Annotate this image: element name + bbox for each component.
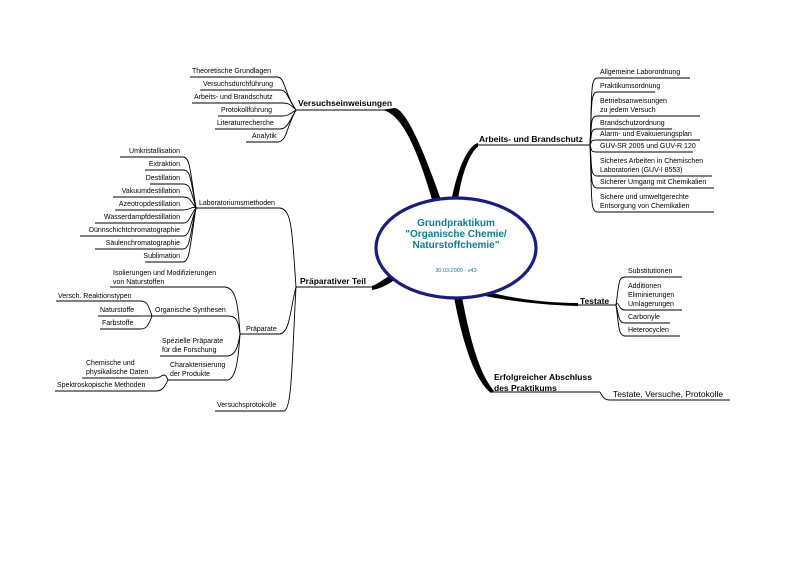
node-alarmplan[interactable]: Alarm- und Evakuierungsplan — [600, 131, 692, 138]
node-arbeits-brandschutz[interactable]: Arbeits- und Brandschutz — [194, 94, 273, 101]
branch-connector-abschluss — [454, 297, 494, 393]
branch-connector-versuchseinweisungen — [380, 108, 441, 203]
node-carbonyle[interactable]: Carbonyle — [628, 314, 660, 321]
center-title-line-3: Naturstoffchemie" — [412, 240, 500, 251]
node-literaturrecherche[interactable]: Literaturrecherche — [217, 120, 274, 127]
node-charakterisierung-2[interactable]: der Produkte — [170, 371, 211, 378]
center-ellipse — [374, 196, 538, 300]
center-title-line-2: "Organische Chemie/ — [405, 229, 507, 240]
node-farbstoffe[interactable]: Farbstoffe — [102, 320, 134, 327]
node-saeulenchromatographie[interactable]: Säulenchromatographie — [105, 240, 180, 247]
curve-protokollfuehrung — [281, 109, 297, 117]
node-laboratoriumsmethoden[interactable]: Laboratoriumsmethoden — [199, 200, 275, 207]
node-zu-jedem-versuch[interactable]: zu jedem Versuch — [600, 107, 656, 114]
node-betriebsanweisungen[interactable]: Betriebsanweisungen — [600, 98, 667, 105]
node-vakuumdestillation[interactable]: Vakuumdestillation — [121, 188, 180, 195]
node-organische-synthesen[interactable]: Organische Synthesen — [155, 307, 226, 314]
node-azeotropdestillation[interactable]: Azeotropdestillation — [118, 201, 180, 208]
branch-connector-arbeitsschutz — [452, 143, 478, 200]
node-charakterisierung-1[interactable]: Charakterisierung — [170, 362, 226, 369]
node-umgang-chemikalien[interactable]: Sicherer Umgang mit Chemikalien — [600, 179, 707, 186]
center-date: 30.03.2009 - v43 — [435, 268, 477, 274]
node-chemische-daten-2[interactable]: physikalische Daten — [86, 369, 149, 376]
node-eliminierungen[interactable]: Eliminierungen — [628, 292, 675, 299]
branch-praeparativ[interactable]: Präparativer Teil — [300, 276, 366, 286]
node-versuchsprotokolle[interactable]: Versuchsprotokolle — [217, 402, 277, 409]
node-guv-sr[interactable]: GUV-SR 2005 und GUV-R 120 — [600, 143, 696, 150]
node-sichere-entsorgung-1[interactable]: Sichere und umweltgerechte — [600, 194, 689, 201]
node-sublimation[interactable]: Sublimation — [143, 253, 180, 260]
curve-analytik — [277, 109, 297, 143]
node-extraktion[interactable]: Extraktion — [148, 161, 180, 168]
node-naturstoffe[interactable]: Naturstoffe — [100, 307, 135, 314]
node-praeparate[interactable]: Präparate — [246, 326, 277, 333]
branch-arbeitsschutz[interactable]: Arbeits- und Brandschutz — [479, 134, 583, 144]
branch-abschluss-line-1[interactable]: Erfolgreicher Abschluss — [494, 372, 592, 382]
node-destillation[interactable]: Destillation — [145, 175, 180, 182]
curve-literatur — [279, 109, 297, 130]
branch-connector-testate — [472, 289, 578, 306]
node-analytik[interactable]: Analytik — [252, 133, 277, 140]
node-reaktionstypen[interactable]: Versch. Reaktionstypen — [58, 293, 132, 300]
node-isolierungen-1[interactable]: Isolierungen und Modifizierungen — [113, 270, 217, 277]
branch-testate[interactable]: Testate — [580, 296, 610, 306]
node-protokollfuehrung[interactable]: Protokollführung — [221, 107, 272, 114]
node-umkristallisation[interactable]: Umkristallisation — [129, 148, 180, 155]
branch-versuchseinweisungen[interactable]: Versuchseinweisungen — [298, 98, 393, 108]
node-sicheres-arbeiten[interactable]: Sicheres Arbeiten in Chemischen — [600, 158, 704, 165]
node-heterocyclen[interactable]: Heterocyclen — [628, 327, 669, 334]
curve-durchfuehrung — [279, 89, 297, 111]
node-spektroskopische-methoden[interactable]: Spektroskopische Methoden — [57, 382, 146, 389]
branch-abschluss-line-2[interactable]: des Praktikums — [494, 383, 557, 393]
node-isolierungen-2[interactable]: von Naturstoffen — [113, 279, 165, 286]
node-chemische-daten-1[interactable]: Chemische und — [86, 360, 135, 367]
curve-arbeitsbrand — [281, 102, 297, 111]
node-brandschutzordnung[interactable]: Brandschutzordnung — [600, 120, 665, 127]
node-substitutionen[interactable]: Substitutionen — [628, 268, 673, 275]
node-spezielle-1[interactable]: Spezielle Präparate — [162, 338, 224, 345]
node-laborordnung[interactable]: Allgemeine Labor­ordnung — [600, 69, 681, 76]
node-praktikumsordnung[interactable]: Praktikumsordnung — [600, 83, 661, 90]
center-title-line-1: Grundpraktikum — [417, 218, 495, 229]
node-additionen[interactable]: Additionen — [628, 283, 662, 290]
center-title: Grundpraktikum "Organische Chemie/ Natur… — [396, 218, 516, 251]
node-umlagerungen[interactable]: Umlagerungen — [628, 301, 674, 308]
node-wasserdampfdestillation[interactable]: Wasserdampfdestillation — [104, 214, 180, 221]
node-sichere-entsorgung-2[interactable]: Entsorgung von Chemikalien — [600, 203, 690, 210]
node-theoretische-grundlagen[interactable]: Theoretische Grundlagen — [192, 68, 271, 75]
node-spezielle-2[interactable]: für die Forschung — [162, 347, 217, 354]
node-testate-versuche-protokolle[interactable]: Testate, Versuche, Protokolle — [613, 389, 724, 399]
node-laboratorien-guv[interactable]: Laboratorien (GUV-I 8553) — [600, 167, 683, 174]
node-duennschichtchromatographie[interactable]: Dünnschichtchromatographie — [88, 227, 180, 234]
node-versuchsdurchfuehrung[interactable]: Versuchsdurchführung — [203, 81, 274, 88]
